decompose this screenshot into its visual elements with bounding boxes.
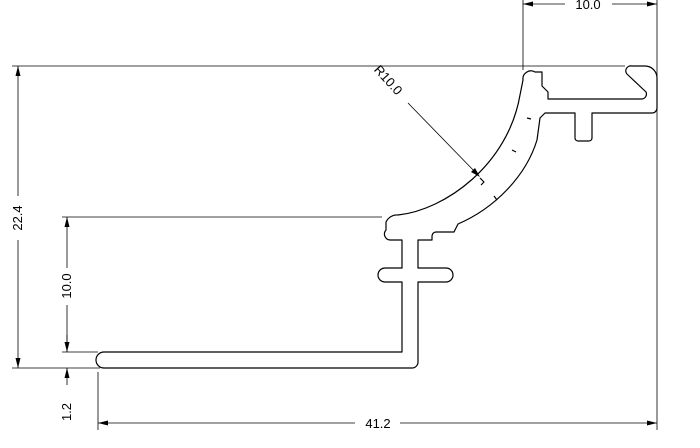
radius-leader <box>407 102 479 176</box>
profile-outline <box>95 65 658 369</box>
arrowheads <box>15 1 657 426</box>
dimension-lines <box>12 0 658 430</box>
arrow-top-right <box>647 1 657 7</box>
arc-tooth-1 <box>479 177 485 186</box>
arrow-base-bottom <box>64 368 70 378</box>
dim-radius: R10.0 <box>371 62 405 98</box>
arrow-width-left <box>98 420 108 426</box>
arrow-radius <box>471 168 480 177</box>
arrow-width-right <box>647 420 657 426</box>
arc-tooth-4 <box>526 117 532 120</box>
dim-base-thickness: 1.2 <box>59 403 74 421</box>
arrow-height-top <box>15 66 21 76</box>
arrow-height-bottom <box>15 358 21 368</box>
arrow-top-left <box>523 1 533 7</box>
arc-tooth-2 <box>493 195 498 201</box>
dim-overall-height: 22.4 <box>10 205 25 230</box>
arrow-inner-bottom <box>64 342 70 352</box>
dim-overall-width: 41.2 <box>365 416 390 431</box>
dim-top-width: 10.0 <box>575 0 600 12</box>
arc-tooth-3 <box>511 149 517 153</box>
profile-main-contour <box>95 65 658 369</box>
dim-inner-height: 10.0 <box>59 273 74 298</box>
arrow-inner-top <box>64 217 70 227</box>
